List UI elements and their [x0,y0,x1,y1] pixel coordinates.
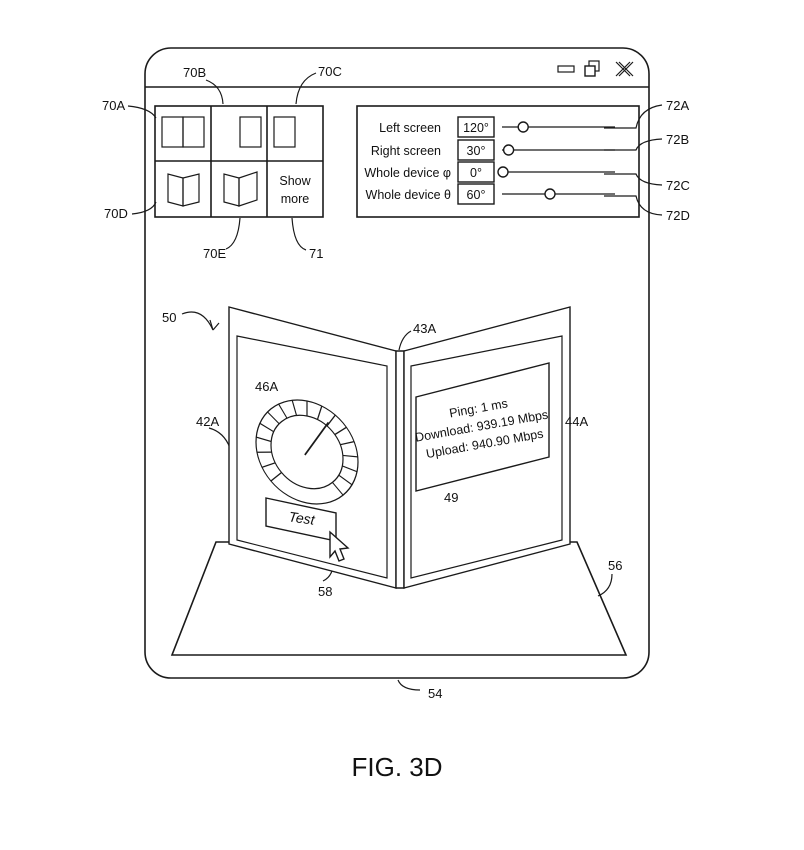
angle-slider-panel [356,105,640,218]
minimize-icon[interactable] [557,65,575,73]
gauge-segment-divider [340,441,355,446]
gauge-segment-divider [278,403,288,419]
gauge-segment-divider [334,426,347,436]
slider-label: Whole device θ [366,188,452,202]
ref-54: 54 [428,686,442,701]
test-button[interactable]: Test [265,497,337,542]
speed-gauge [255,399,359,505]
slider-row-left-screen: Left screen 120° [379,116,615,138]
gauge-segment-divider [316,405,323,420]
ref-42A: 42A [196,414,219,429]
show-more-line2: more [281,192,310,206]
ref-72A: 72A [666,98,689,113]
ref-70C: 70C [318,64,342,79]
gauge-segment-divider [342,465,358,473]
gauge-segment-divider [338,474,353,486]
speed-results-box: Ping: 1 ms Download: 939.19 Mbps Upload:… [414,362,550,492]
show-more-line1: Show [279,174,311,188]
slider-value-box[interactable] [457,183,495,205]
slider-label: Right screen [371,144,441,158]
mouse-cursor-icon [329,530,350,562]
ref-70A: 70A [102,98,125,113]
slider-label: Whole device φ [364,166,451,180]
ref-46A: 46A [255,379,278,394]
ref-70E: 70E [203,246,226,261]
gauge-segment-divider [259,422,274,433]
gauge-segment-divider [256,451,272,453]
window-frame [144,47,650,679]
slider-row-right-screen: Right screen 30° [371,139,615,161]
ref-70D: 70D [104,206,128,221]
slider-row-whole-device-phi: Whole device φ 0° [364,161,615,183]
gauge-segment-divider [261,462,276,468]
slider-value: 30° [467,144,486,158]
gauge-segment-divider [267,411,280,425]
leader-lines [127,72,663,691]
ref-43A: 43A [413,321,436,336]
slider-knob[interactable] [497,166,509,178]
slider-knob[interactable] [544,188,556,200]
layout-panel [154,105,324,218]
slider-value: 0° [470,166,482,180]
ref-50: 50 [162,310,176,325]
gauge-segment-divider [291,400,298,416]
slider-value-box[interactable] [457,161,495,183]
gauge-segment-divider [270,472,282,482]
ref-44A: 44A [565,414,588,429]
close-icon[interactable] [615,61,634,77]
layout-tile-folded-book[interactable] [223,171,258,207]
ref-72B: 72B [666,132,689,147]
slider-knob[interactable] [517,121,529,133]
slider-row-whole-device-theta: Whole device θ 60° [366,183,615,205]
ref-58: 58 [318,584,332,599]
layout-tile-two-screens[interactable] [161,116,205,148]
layout-tile-open-book[interactable] [167,173,200,207]
ref-70B: 70B [183,65,206,80]
restore-icon[interactable] [584,60,600,77]
slider-knob[interactable] [502,144,515,156]
ref-72D: 72D [666,208,690,223]
gauge-segment-divider [332,482,344,496]
test-button-label: Test [288,508,317,528]
slider-value-box[interactable] [457,139,495,161]
figure-caption: FIG. 3D [351,752,442,782]
gauge-segment-divider [256,436,272,443]
reference-numerals: 70B 70C 70A 70D 70E 71 72A 72B 72C 72D 5… [102,64,690,701]
layout-tile-single-screen[interactable] [239,116,262,148]
slider-label: Left screen [379,121,441,135]
layout-tile-single-screen-small[interactable] [273,116,296,148]
ref-72C: 72C [666,178,690,193]
ref-71: 71 [309,246,323,261]
ref-49: 49 [444,490,458,505]
gauge-segment-divider [326,414,336,427]
gauge-needle [304,421,330,456]
slider-value: 120° [463,121,489,135]
ref-56: 56 [608,558,622,573]
show-more-button[interactable]: Show more [268,162,322,216]
slider-value-box[interactable] [457,116,495,138]
gauge-segment-divider [342,454,358,458]
slider-value: 60° [467,188,486,202]
